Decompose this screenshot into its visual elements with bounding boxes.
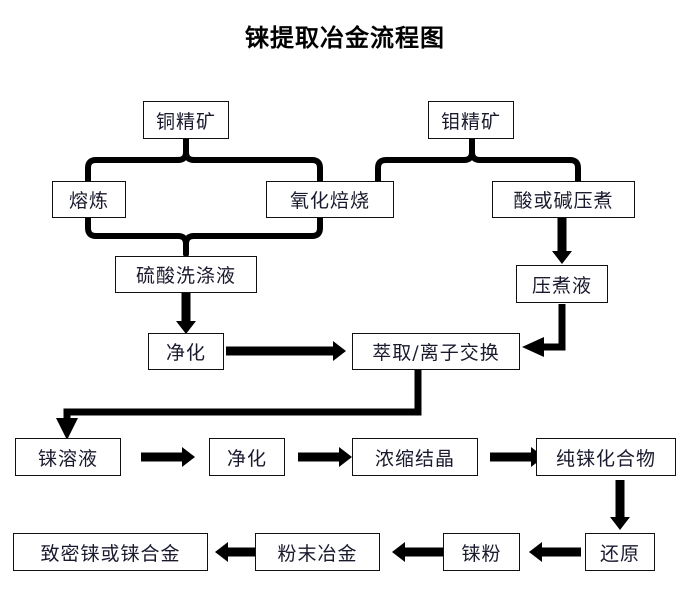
- node-rhenium-solution[interactable]: 铼溶液: [15, 438, 121, 476]
- arrow-pressure-leach-to-liquor: [552, 218, 572, 264]
- node-extraction-ion-exchange[interactable]: 萃取/离子交换: [352, 333, 520, 370]
- node-dense-rhenium-or-alloy[interactable]: 致密铼或铼合金: [13, 533, 208, 571]
- node-rhenium-powder[interactable]: 铼粉: [443, 533, 520, 571]
- arrow-powder-metallurgy-to-dense-rhenium: [215, 542, 267, 562]
- arrow-purification-to-extraction: [226, 341, 346, 361]
- arrow-wash-liquor-to-purification: [176, 292, 196, 334]
- node-smelting[interactable]: 熔炼: [52, 181, 126, 218]
- node-concentration-crystallization[interactable]: 浓缩结晶: [352, 438, 478, 476]
- node-sulfuric-wash-liquor[interactable]: 硫酸洗涤液: [115, 256, 257, 293]
- node-purification-2[interactable]: 净化: [209, 438, 285, 476]
- arrow-reduction-to-re-powder: [529, 542, 581, 562]
- node-purification-1[interactable]: 净化: [148, 333, 224, 370]
- node-pressure-leach-liquor[interactable]: 压煮液: [516, 265, 608, 303]
- node-powder-metallurgy[interactable]: 粉末冶金: [255, 533, 380, 571]
- node-acid-alkali-pressure-leach[interactable]: 酸或碱压煮: [492, 181, 635, 218]
- node-moly-concentrate[interactable]: 钼精矿: [428, 101, 514, 139]
- node-copper-concentrate[interactable]: 铜精矿: [143, 101, 229, 139]
- arrow-re-solution-to-purification: [141, 447, 195, 467]
- node-reduction[interactable]: 还原: [585, 533, 655, 571]
- node-oxidative-roasting[interactable]: 氧化焙烧: [266, 181, 394, 218]
- arrow-pure-compound-to-reduction: [610, 480, 630, 530]
- node-pure-rhenium-compound[interactable]: 纯铼化合物: [536, 438, 676, 476]
- page-title: 铼提取冶金流程图: [245, 23, 445, 52]
- arrow-purification-to-crystallization: [298, 447, 352, 467]
- arrow-re-powder-to-powder-metallurgy: [392, 542, 444, 562]
